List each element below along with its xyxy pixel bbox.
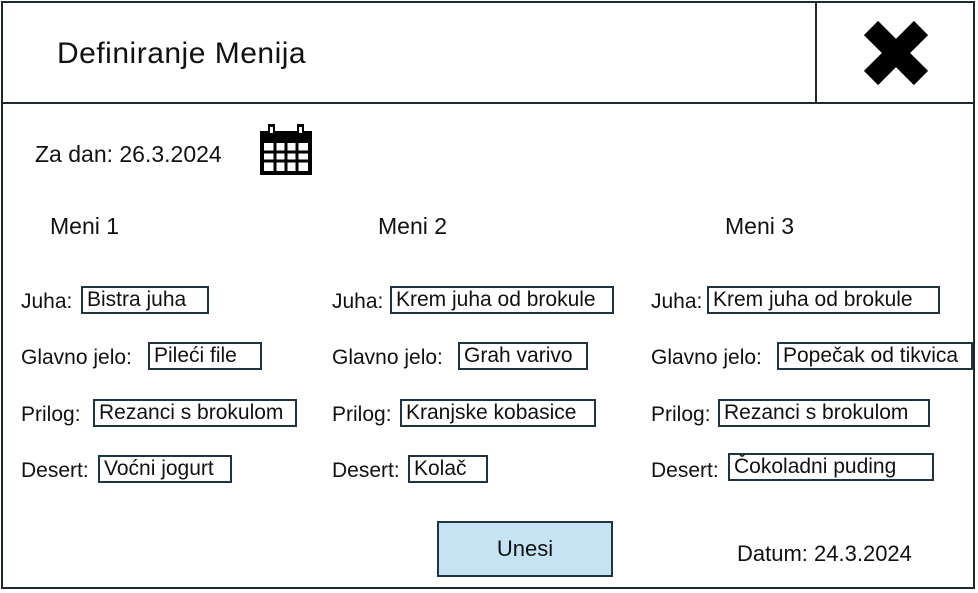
menu-2-main-field[interactable]: Grah varivo xyxy=(458,342,588,370)
calendar-icon xyxy=(260,124,312,175)
submit-button[interactable]: Unesi xyxy=(437,521,613,577)
menu-2-soup-label: Juha: xyxy=(332,290,384,313)
menu-1-dessert-field[interactable]: Voćni jogurt xyxy=(98,455,232,483)
window-header: Definiranje Menija xyxy=(3,3,973,104)
menu-2-title: Meni 2 xyxy=(378,213,448,239)
menu-1-side-field[interactable]: Rezanci s brokulom xyxy=(93,399,297,427)
menu-3-side-label: Prilog: xyxy=(651,403,711,426)
menu-1-soup-label: Juha: xyxy=(21,290,73,313)
menu-1-side-label: Prilog: xyxy=(21,403,81,426)
selected-day-label: Za dan: 26.3.2024 xyxy=(35,141,222,167)
menu-1-main-label: Glavno jelo: xyxy=(21,346,132,369)
page-title: Definiranje Menija xyxy=(57,37,307,70)
menu-1-title: Meni 1 xyxy=(50,213,120,239)
menu-3-soup-label: Juha: xyxy=(651,290,703,313)
menu-3-dessert-label: Desert: xyxy=(651,459,719,482)
menu-2-dessert-label: Desert: xyxy=(332,459,400,482)
menu-2-dessert-field[interactable]: Kolač xyxy=(408,455,488,483)
menu-2-main-label: Glavno jelo: xyxy=(332,346,443,369)
menu-3-main-field[interactable]: Popečak od tikvica xyxy=(777,342,973,370)
menu-3-soup-field[interactable]: Krem juha od brokule xyxy=(707,286,940,314)
menu-1-main-field[interactable]: Pileći file xyxy=(148,342,262,370)
close-button[interactable] xyxy=(815,3,975,103)
footer-date-label: Datum: 24.3.2024 xyxy=(737,541,912,566)
menu-3-side-field[interactable]: Rezanci s brokulom xyxy=(718,399,930,427)
close-x-icon xyxy=(863,20,929,86)
menu-2-soup-field[interactable]: Krem juha od brokule xyxy=(390,286,614,314)
menu-2-side-label: Prilog: xyxy=(332,403,392,426)
menu-1-soup-field[interactable]: Bistra juha xyxy=(81,286,209,314)
menu-1-dessert-label: Desert: xyxy=(21,459,89,482)
calendar-button[interactable] xyxy=(258,123,314,177)
menu-3-dessert-field[interactable]: Čokoladni puding xyxy=(728,453,934,481)
menu-3-main-label: Glavno jelo: xyxy=(651,346,762,369)
menu-2-side-field[interactable]: Kranjske kobasice xyxy=(400,399,596,427)
menu-3-title: Meni 3 xyxy=(725,213,795,239)
